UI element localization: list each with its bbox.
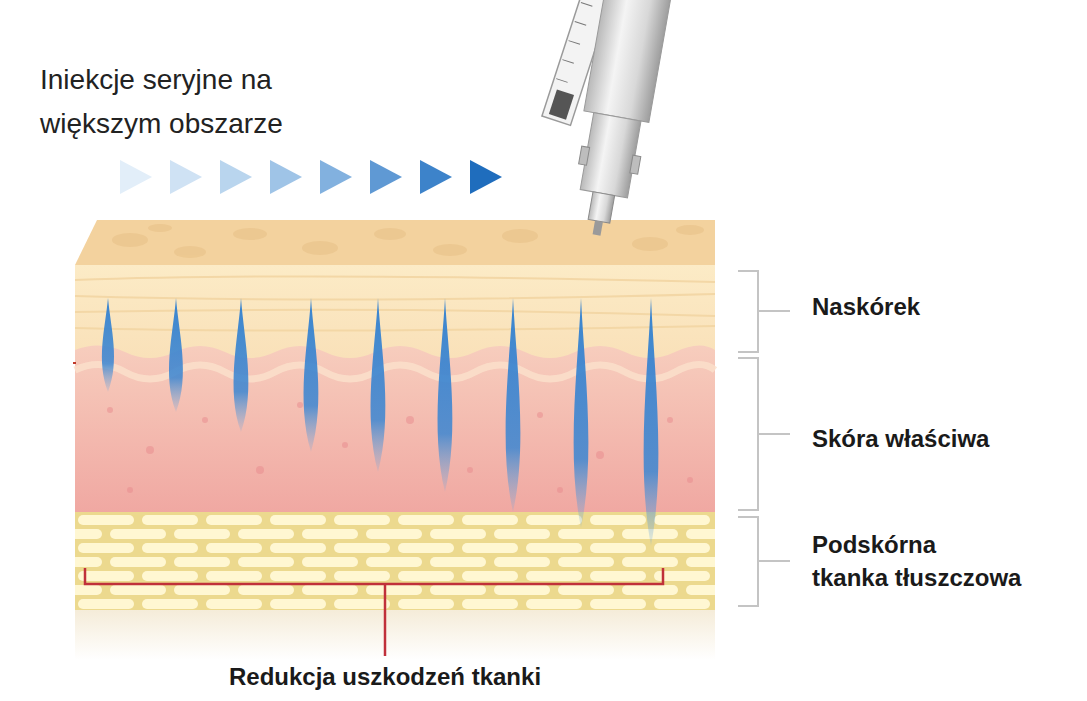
direction-arrows: [120, 160, 502, 194]
label-text: Redukcja uszkodzeń tkanki: [229, 663, 541, 690]
callout-label: Redukcja uszkodzeń tkanki: [165, 662, 605, 692]
injection-plumes: [102, 298, 658, 546]
skin-surface: [75, 220, 715, 265]
layer-label: Podskórna tkanka tłuszczowa: [812, 528, 1044, 594]
wrap-spacer: [960, 528, 1044, 559]
fat-layer: [75, 512, 715, 610]
layer-label: Naskórek: [812, 292, 1052, 322]
label-text: Podskórna tkanka tłuszczowa: [812, 531, 1021, 591]
label-text: Iniekcje seryjne na większym obszarze: [40, 64, 283, 139]
heading-text: Iniekcje seryjne na większym obszarze: [40, 58, 350, 146]
layer-brackets: [738, 271, 790, 606]
injector-device: [523, 0, 672, 241]
layer-label: Skóra właściwa: [812, 424, 1072, 454]
label-text: Skóra właściwa: [812, 425, 989, 452]
label-text: Naskórek: [812, 293, 920, 320]
reduction-bracket: [85, 568, 663, 656]
